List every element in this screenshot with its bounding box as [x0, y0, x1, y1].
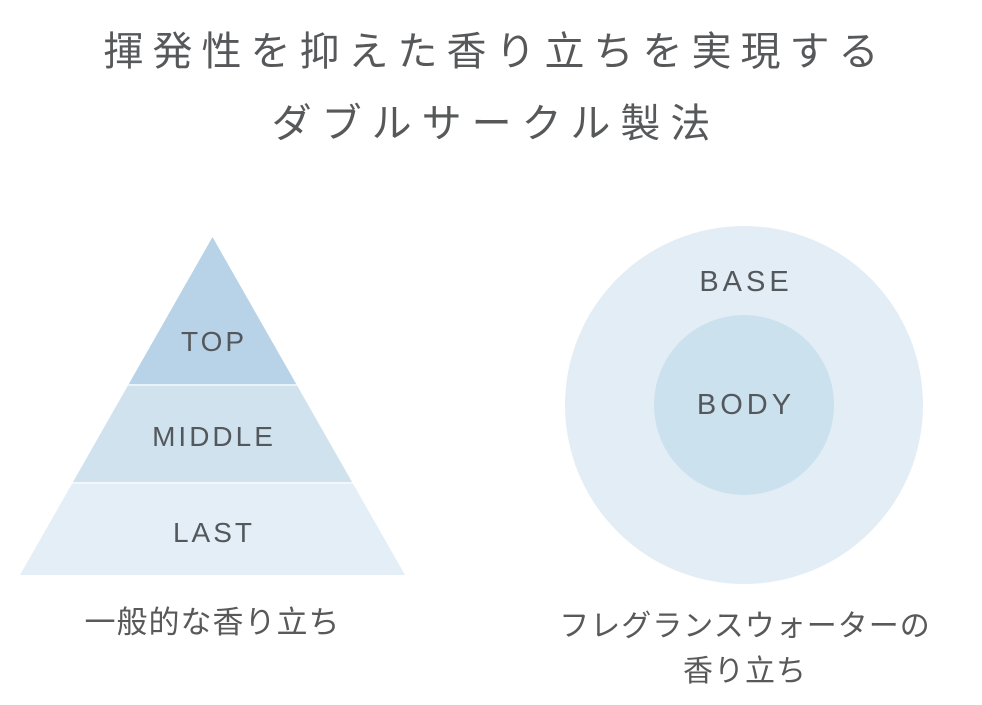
pyramid-label-middle: MIDDLE [152, 421, 276, 452]
pyramid-label-top: TOP [180, 326, 248, 357]
circle-caption-line-1: フレグランスウォーターの [559, 610, 931, 643]
double-circle-outer: BASE BODY [565, 226, 923, 584]
pyramid-tier-last [20, 482, 405, 575]
pyramid-label-last: LAST [172, 517, 256, 548]
title-line-2: ダブルサークル製法 [271, 102, 721, 146]
double-circle-inner: BODY [654, 315, 834, 495]
circle-label-body: BODY [696, 389, 796, 421]
page-title: 揮発性を抑えた香り立ちを実現する ダブルサークル製法 [0, 24, 982, 152]
circle-caption-line-2: 香り立ち [683, 655, 807, 688]
pyramid-caption: 一般的な香り立ち [84, 605, 341, 640]
pyramid-tier-top [20, 237, 405, 384]
title-line-1: 揮発性を抑えた香り立ちを実現する [103, 30, 888, 74]
circle-caption: フレグランスウォーターの 香り立ち [525, 604, 965, 694]
circle-label-base: BASE [699, 266, 793, 298]
fragrance-pyramid: TOP MIDDLE LAST [20, 237, 405, 575]
